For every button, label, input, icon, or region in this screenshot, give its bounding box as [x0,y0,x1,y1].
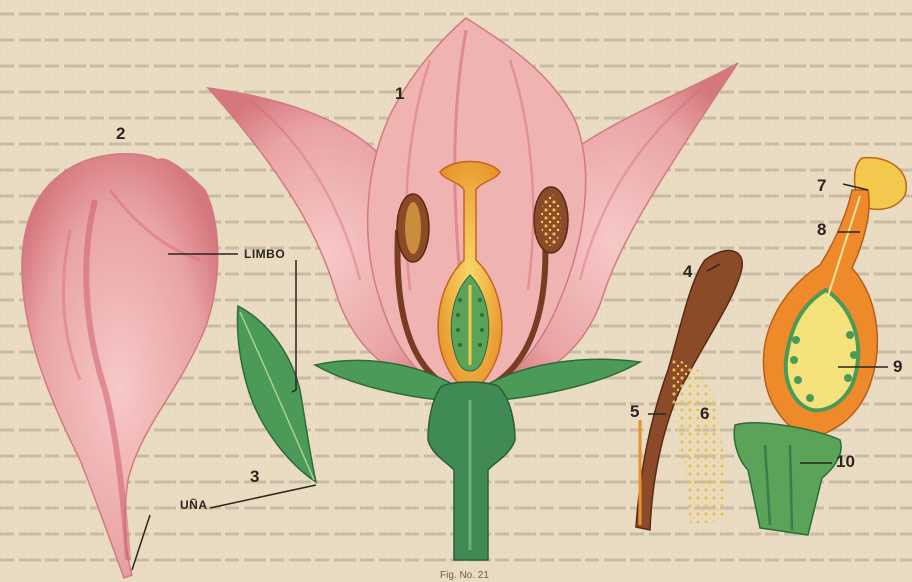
label-part-9: 9 [893,357,902,377]
label-part-5: 5 [630,402,639,422]
label-una: UÑA [180,498,208,512]
label-part-10: 10 [836,452,855,472]
label-part-6: 6 [700,404,709,424]
figure-caption: Fig. No. 21 [440,570,489,581]
label-part-4: 4 [683,262,692,282]
label-part-1: 1 [395,84,404,104]
label-part-3: 3 [250,467,259,487]
label-part-2: 2 [116,124,125,144]
label-limbo: LIMBO [244,247,285,261]
label-part-8: 8 [817,220,826,240]
label-part-7: 7 [817,176,826,196]
